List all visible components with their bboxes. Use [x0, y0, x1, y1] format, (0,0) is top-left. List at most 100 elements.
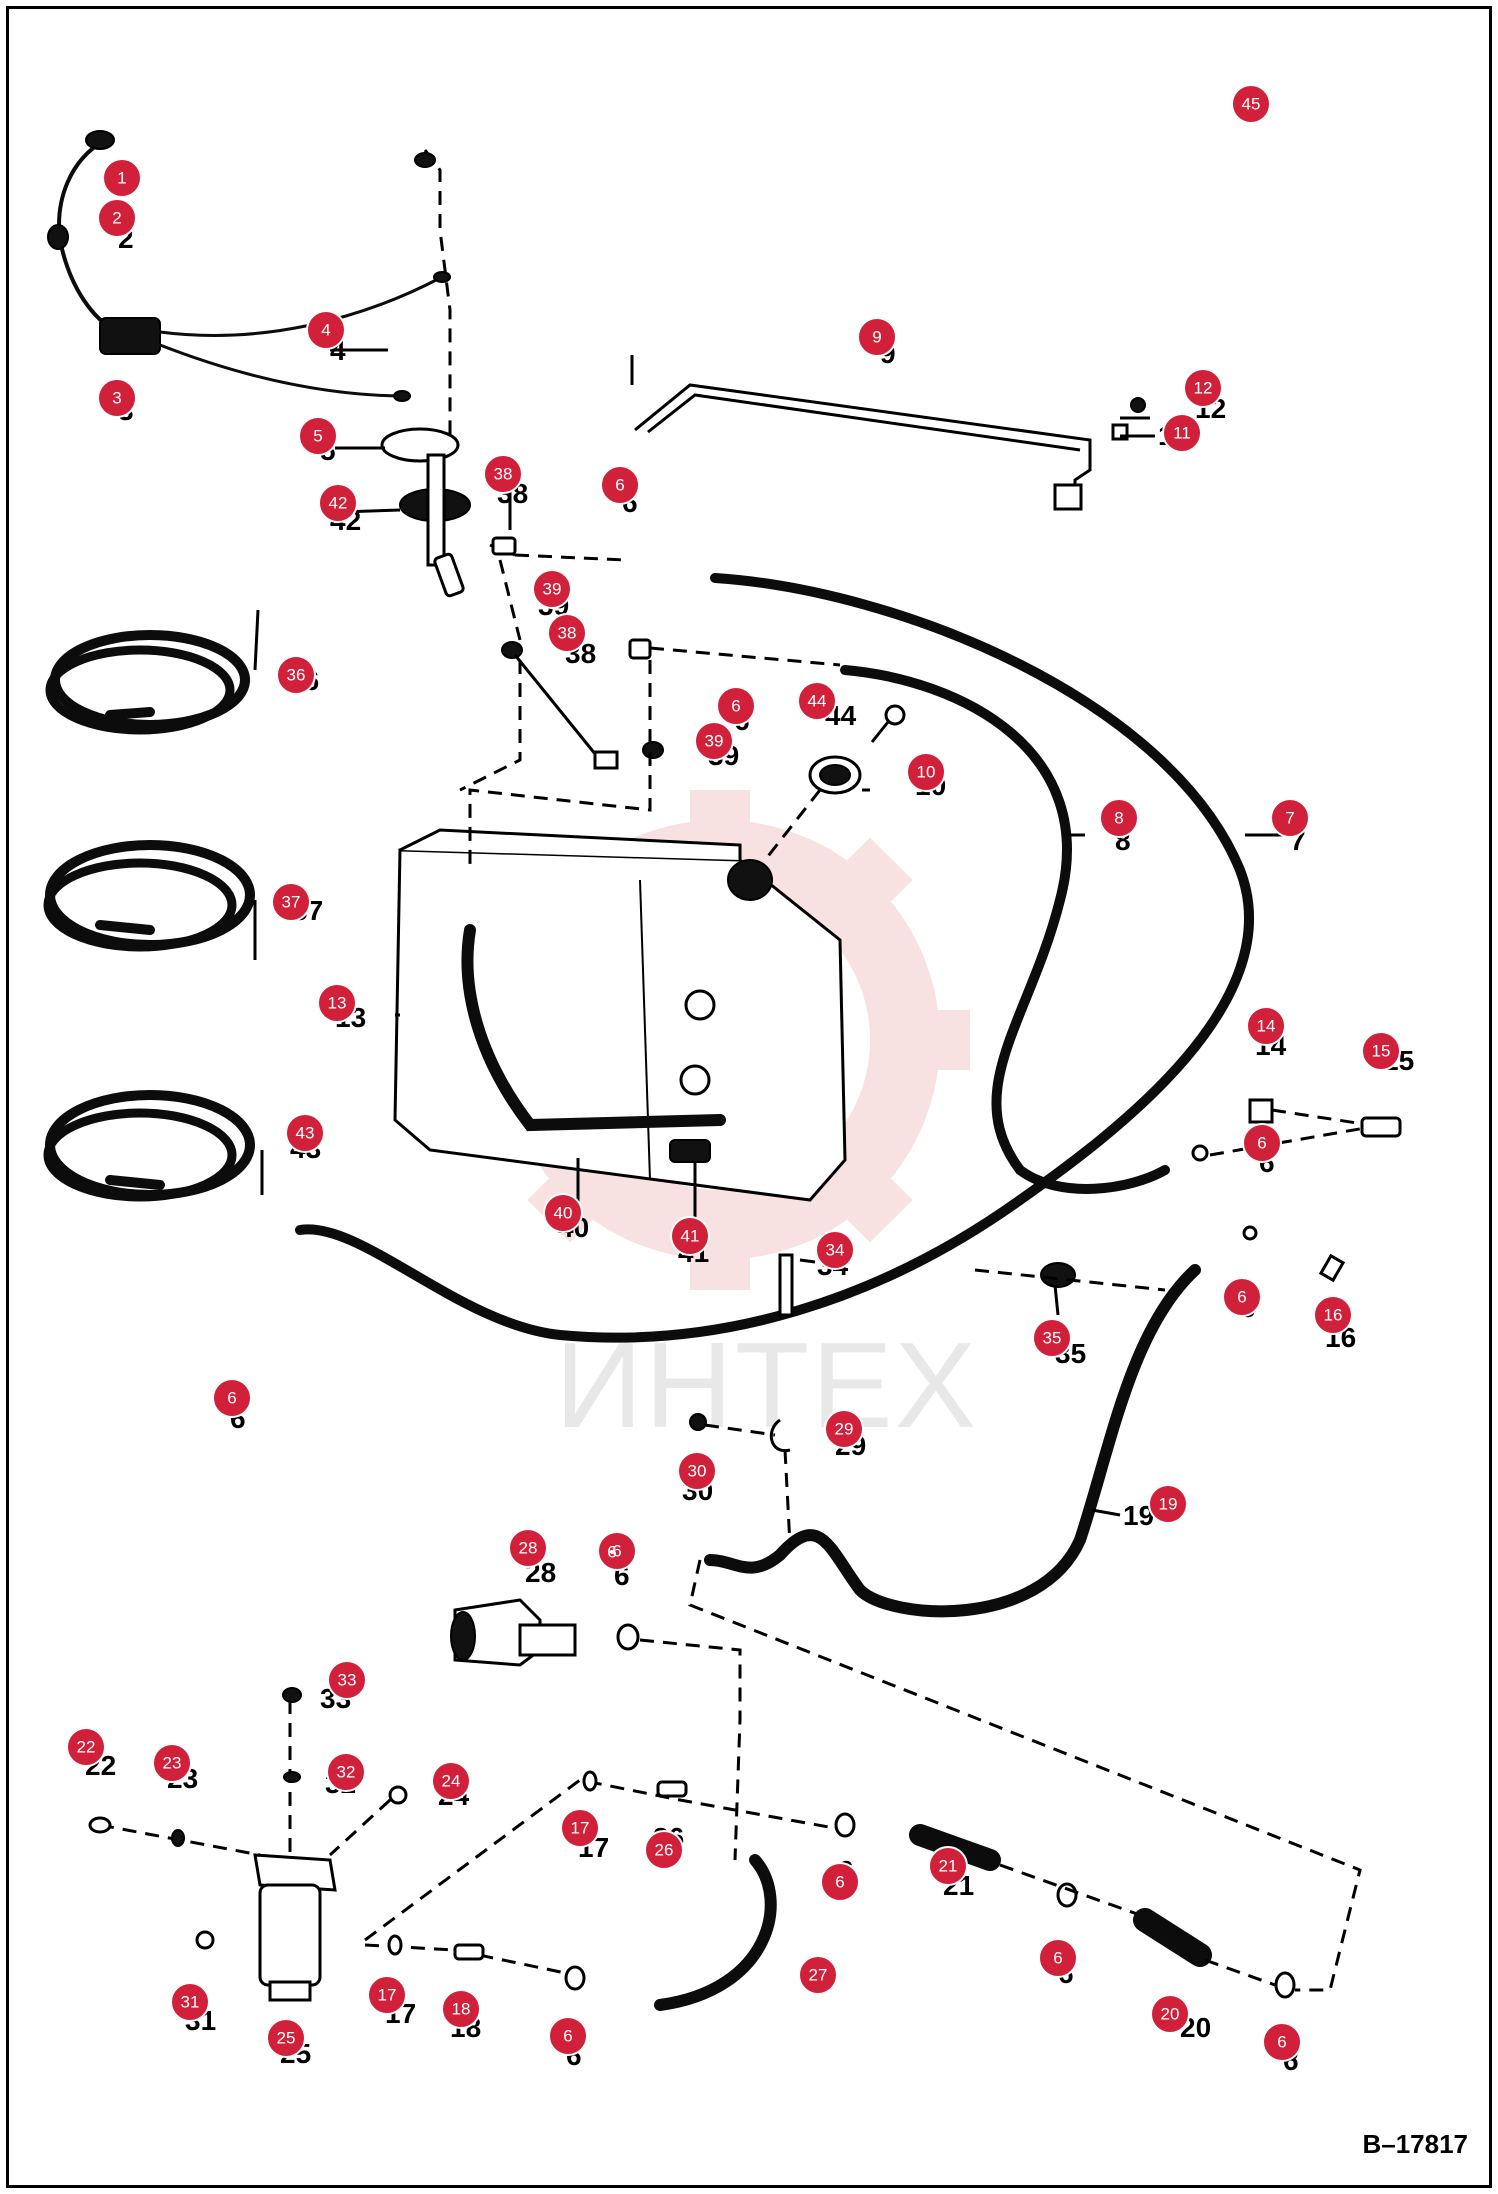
svg-text:6: 6 — [1257, 1134, 1266, 1153]
fuel-filter — [88, 1687, 408, 2002]
callout-badge: 34 — [815, 1230, 855, 1270]
callout-badge: 6 — [548, 2016, 588, 2056]
callout-badge: 8 — [1099, 798, 1139, 838]
fuel-pump — [450, 1559, 1362, 1992]
svg-text:6: 6 — [612, 1542, 621, 1561]
svg-text:26: 26 — [655, 1841, 674, 1860]
callout-badge: 17 — [367, 1975, 407, 2015]
svg-text:19: 19 — [1159, 1495, 1178, 1514]
callout-badge: 14 — [1246, 1006, 1286, 1046]
svg-text:39: 39 — [543, 580, 562, 599]
callout-badge: 45 — [1231, 84, 1271, 124]
callout-badge: 12 — [1183, 368, 1223, 408]
svg-text:25: 25 — [277, 2029, 296, 2048]
svg-text:22: 22 — [77, 1738, 96, 1757]
svg-text:9: 9 — [872, 328, 881, 347]
callout-badge: 6 — [607, 1543, 616, 1562]
svg-text:8: 8 — [1114, 809, 1123, 828]
svg-text:45: 45 — [1242, 95, 1261, 114]
svg-text:20: 20 — [1161, 2005, 1180, 2024]
callout-badge: 6 — [1242, 1123, 1282, 1163]
callout-badge: 37 — [271, 882, 311, 922]
callout-badge: 42 — [318, 483, 358, 523]
fuel-cap — [763, 704, 906, 861]
svg-text:16: 16 — [1324, 1306, 1343, 1325]
callout-badge: 31 — [170, 1982, 210, 2022]
svg-text:18: 18 — [452, 2000, 471, 2019]
hose-coil-36 — [45, 630, 250, 735]
callout-badge: 13 — [317, 983, 357, 1023]
callout-badge: 6 — [600, 465, 640, 505]
callout-badge: 25 — [266, 2018, 306, 2058]
svg-text:10: 10 — [917, 763, 936, 782]
lower-fittings — [364, 1770, 1296, 1999]
callout-badge: 17 — [560, 1808, 600, 1848]
svg-text:13: 13 — [328, 994, 347, 1013]
svg-text:17: 17 — [571, 1819, 590, 1838]
callout-badge: 35 — [1032, 1318, 1072, 1358]
svg-text:29: 29 — [835, 1420, 854, 1439]
svg-text:36: 36 — [287, 666, 306, 685]
svg-text:31: 31 — [181, 1993, 200, 2012]
callout-badge: 43 — [285, 1113, 325, 1153]
svg-text:11: 11 — [1173, 424, 1191, 443]
svg-text:6: 6 — [835, 1873, 844, 1892]
callout-badge: 36 — [276, 655, 316, 695]
callout-badge: 6 — [716, 686, 756, 726]
callout-badge: 27 — [798, 1955, 838, 1995]
svg-text:27: 27 — [809, 1966, 828, 1985]
svg-text:38: 38 — [558, 624, 577, 643]
svg-text:40: 40 — [554, 1204, 573, 1223]
callout-badge: 1 — [102, 158, 142, 198]
clamp-29-30 — [689, 1413, 792, 1546]
svg-text:17: 17 — [378, 1986, 397, 2005]
tank-bracket — [634, 383, 1146, 511]
callout-badge: 15 — [1361, 1031, 1401, 1071]
hose-27 — [654, 1854, 777, 2011]
callout-badge: 28 — [508, 1528, 548, 1568]
hose-7 — [295, 573, 1254, 1343]
svg-text:24: 24 — [442, 1772, 461, 1791]
callout-badge: 5 — [298, 416, 338, 456]
callout-badge: 24 — [431, 1761, 471, 1801]
callout-badge: 21 — [928, 1846, 968, 1886]
callout-badge: 6 — [1222, 1277, 1262, 1317]
svg-text:15: 15 — [1372, 1042, 1391, 1061]
callout-badge: 38 — [547, 613, 587, 653]
callout-badge: 33 — [327, 1660, 367, 1700]
right-fittings — [778, 1098, 1402, 1317]
svg-text:23: 23 — [163, 1754, 182, 1773]
svg-text:32: 32 — [337, 1763, 356, 1782]
callout-badge: 4 — [306, 310, 346, 350]
callout-badge: 6 — [820, 1862, 860, 1902]
svg-text:4: 4 — [321, 321, 330, 340]
svg-text:6: 6 — [1237, 1288, 1246, 1307]
svg-text:6: 6 — [1053, 1949, 1062, 1968]
hose-19 — [704, 1264, 1201, 1618]
svg-text:7: 7 — [1285, 809, 1294, 828]
callout-badges: 1 2 3 4 5 6 6 6 6 6 6 6 6 6 6 6 7 8 9 10… — [66, 84, 1401, 2062]
svg-text:14: 14 — [1257, 1017, 1276, 1036]
callout-badge: 32 — [326, 1752, 366, 1792]
callout-badge: 23 — [152, 1743, 192, 1783]
svg-text:38: 38 — [494, 465, 513, 484]
svg-text:6: 6 — [1277, 2033, 1286, 2052]
svg-text:21: 21 — [939, 1857, 958, 1876]
svg-text:12: 12 — [1194, 379, 1213, 398]
callout-badge: 11 — [1162, 413, 1202, 453]
hose-8 — [840, 665, 1170, 1194]
callout-badge: 7 — [1270, 798, 1310, 838]
callout-badge: 22 — [66, 1727, 106, 1767]
callout-badge: 6 — [597, 1531, 637, 1571]
callout-badge: 9 — [857, 317, 897, 357]
svg-text:6: 6 — [227, 1389, 236, 1408]
callout-badge: 38 — [483, 454, 523, 494]
svg-text:39: 39 — [705, 732, 724, 751]
callout-badge: 26 — [644, 1830, 684, 1870]
svg-text:28: 28 — [519, 1539, 538, 1558]
svg-text:43: 43 — [296, 1124, 315, 1143]
svg-text:42: 42 — [329, 494, 348, 513]
svg-text:1: 1 — [117, 169, 126, 188]
svg-text:44: 44 — [808, 692, 827, 711]
